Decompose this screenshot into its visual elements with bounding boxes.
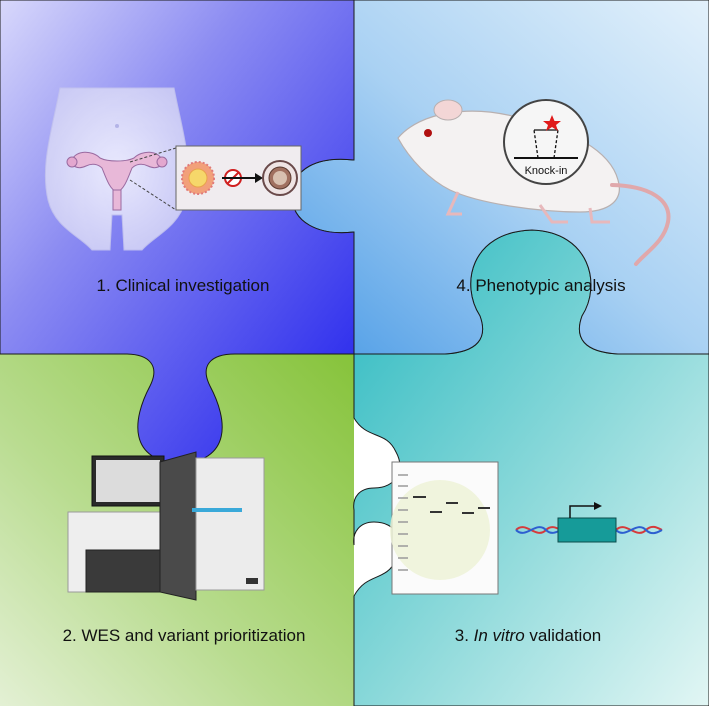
- oocyte-icon: [181, 161, 215, 195]
- label-italic: In vitro: [473, 626, 525, 645]
- knock-in-label: Knock-in: [525, 165, 568, 177]
- label-rest: validation: [524, 626, 602, 645]
- label-number: 3.: [454, 626, 474, 645]
- label-phenotypic-analysis: 4. Phenotypic analysis: [456, 276, 626, 295]
- label-clinical-investigation: 1. Clinical investigation: [96, 276, 270, 295]
- embryo-icon: [262, 160, 298, 196]
- sequencer-icon: [67, 451, 265, 601]
- ivf-inset: [175, 145, 302, 211]
- dna-construct-icon: [515, 502, 663, 543]
- label-in-vitro-validation: 3. In vitro validation: [455, 626, 602, 646]
- gel-blot-icon: [390, 461, 499, 595]
- uterus-icon: [66, 151, 168, 211]
- star-icon: [543, 115, 561, 131]
- knock-in-magnifier-icon: Knock-in: [503, 99, 589, 185]
- label-wes-variant-prioritization: 2. WES and variant prioritization: [62, 626, 306, 645]
